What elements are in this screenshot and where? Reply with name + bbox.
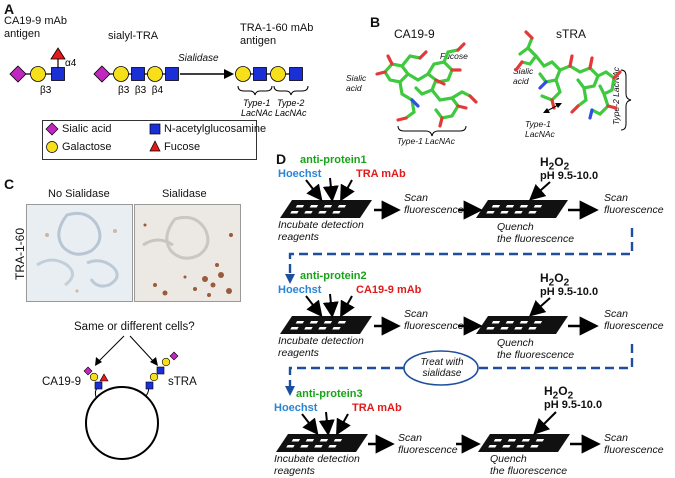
- sialidase-column-label: Sialidase: [162, 188, 207, 200]
- panel-a-letter: A: [4, 1, 15, 17]
- galactose-icon: [113, 66, 129, 82]
- r2-antibody1: anti-protein2: [300, 270, 367, 282]
- glcnac-icon: [165, 67, 179, 81]
- fucose-structure-label: Fucose: [440, 51, 468, 61]
- legend-sialic-acid: Sialic acid: [62, 123, 112, 135]
- slide-2a: [280, 316, 372, 334]
- tra160-glycan: [235, 66, 309, 96]
- glcnac-icon: [289, 67, 303, 81]
- sialidase-label: Sialidase: [178, 53, 219, 64]
- same-or-different-question: Same or different cells?: [74, 321, 195, 333]
- galactose-icon: [147, 66, 163, 82]
- ihc-sialidase-image: [134, 204, 241, 302]
- panel-c-letter: C: [4, 176, 15, 192]
- panel-b-letter: B: [370, 14, 381, 30]
- glcnac-icon: [131, 67, 145, 81]
- legend-galactose: Galactose: [62, 141, 112, 153]
- r1-antibody2: TRA mAb: [356, 168, 406, 180]
- glcnac-icon: [51, 67, 65, 81]
- sialic-acid-icon: [9, 65, 27, 83]
- alpha4-label: α4: [65, 58, 77, 69]
- fucose-icon: [50, 47, 66, 60]
- r3-ph: pH 9.5-10.0: [544, 399, 603, 411]
- r2-hoechst: Hoechst: [278, 284, 322, 296]
- treat-sialidase-oval: [403, 350, 479, 386]
- r1-hoechst: Hoechst: [278, 168, 322, 180]
- slide-3b: [478, 434, 570, 452]
- slide-3a: [276, 434, 368, 452]
- r3-antibody2: TRA mAb: [352, 402, 402, 414]
- ca199-structure-title: CA19-9: [394, 27, 435, 41]
- cell-ca199-label: CA19-9: [42, 376, 81, 388]
- sialyl-bonds-label: β3 β3 β4: [118, 85, 163, 96]
- slide-2b: [476, 316, 568, 334]
- glcnac-icon: [253, 67, 267, 81]
- legend-glcnac: N-acetylglucosamine: [164, 123, 267, 135]
- type1-lacnac-label: LacNAc: [241, 108, 273, 118]
- galactose-icon: [270, 66, 286, 82]
- no-sialidase-label: No Sialidase: [48, 188, 110, 200]
- ca199-glycan: [9, 47, 66, 83]
- cell-circle: [85, 386, 159, 460]
- stra-structure-title: sTRA: [556, 27, 586, 41]
- galactose-icon: [30, 66, 46, 82]
- glycan-legend: [42, 120, 257, 160]
- r1-h2o2: H2O2: [540, 155, 570, 173]
- r1-antibody1: anti-protein1: [300, 154, 367, 166]
- panel-d-letter: D: [276, 151, 287, 167]
- legend-fucose: Fucose: [164, 141, 201, 153]
- type1-lacnac-structure-label: Type-1 LacNAc: [397, 136, 455, 146]
- sialic-acid-icon: [93, 65, 111, 83]
- sialyl-tra-label: sialyl-TRA: [108, 30, 159, 42]
- type1-label: Type-1: [243, 98, 270, 108]
- r3-hoechst: Hoechst: [274, 402, 318, 414]
- type2-lacnac-label: LacNAc: [275, 108, 307, 118]
- type2-label: Type-2: [277, 98, 304, 108]
- r2-ph: pH 9.5-10.0: [540, 286, 599, 298]
- slide-1b: [476, 200, 568, 218]
- r1-ph: pH 9.5-10.0: [540, 170, 599, 182]
- galactose-icon: [235, 66, 251, 82]
- slide-1a: [280, 200, 372, 218]
- r3-antibody1: anti-protein3: [296, 388, 363, 400]
- r2-h2o2: H2O2: [540, 271, 570, 289]
- r3-h2o2: H2O2: [544, 384, 574, 402]
- sialyl-tra-glycan: [93, 65, 179, 83]
- ihc-no-sialidase-image: [26, 204, 133, 302]
- beta3-label: β3: [40, 85, 52, 96]
- cell-stra-label: sTRA: [168, 376, 197, 388]
- r2-antibody2: CA19-9 mAb: [356, 284, 422, 296]
